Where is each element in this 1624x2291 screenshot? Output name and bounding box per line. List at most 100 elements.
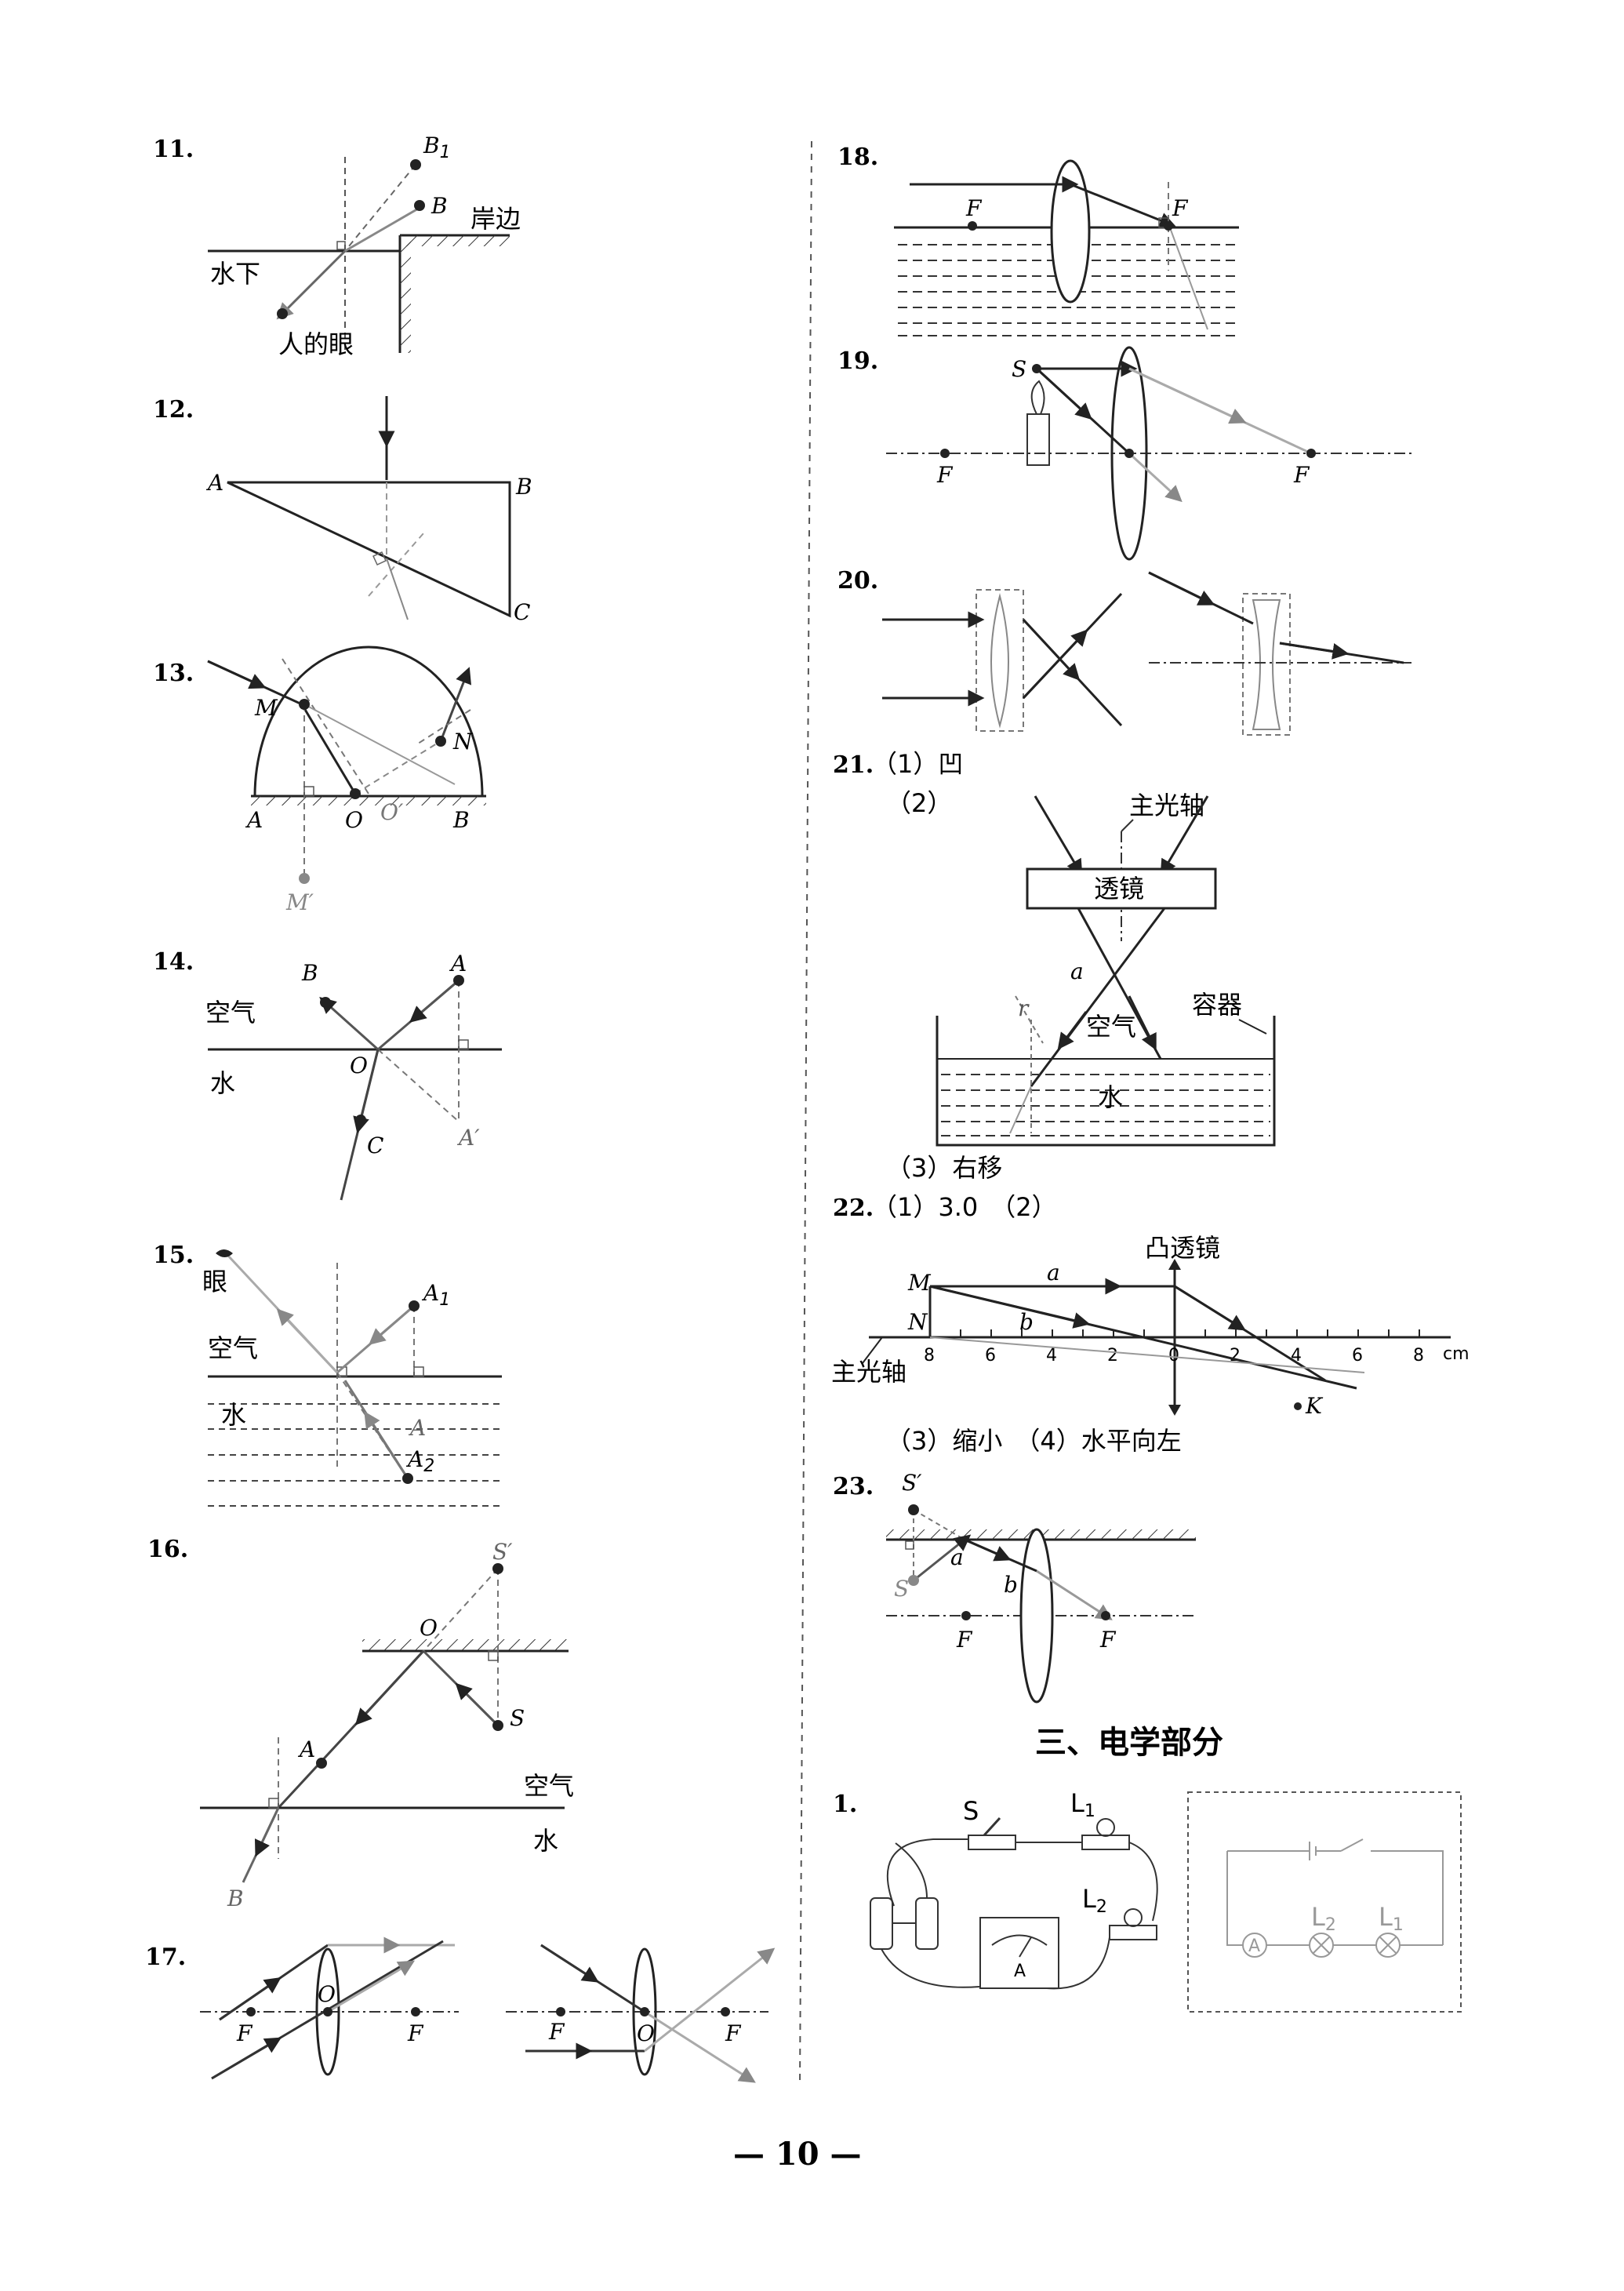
column-divider xyxy=(799,140,812,2087)
problem-17: 17. F O F F O F xyxy=(145,1936,776,2083)
label-o: O xyxy=(350,1053,368,1078)
label-water: 水 xyxy=(210,1068,235,1098)
label-f-right: F xyxy=(407,2020,424,2046)
label-m-prime: M′ xyxy=(285,889,314,915)
label-f-left: F xyxy=(936,462,954,488)
label-convex-lens: 凸透镜 xyxy=(1145,1233,1220,1263)
label-f-right: F xyxy=(725,2020,742,2046)
problem-number: 16. xyxy=(147,1536,188,1563)
section-title: 三、电学部分 xyxy=(1035,1725,1223,1761)
label-l1: L1 xyxy=(1070,1788,1095,1821)
problem-number: 18. xyxy=(837,144,878,171)
label-f-right: F xyxy=(1099,1627,1117,1653)
problem-number: 11. xyxy=(153,136,194,163)
ruler-tick-label: 4 xyxy=(1046,1346,1057,1366)
problem-number: 14. xyxy=(153,948,194,976)
answer-part2: （2） xyxy=(886,788,952,818)
ruler-tick-label: 6 xyxy=(985,1346,996,1366)
ruler-tick-label: 8 xyxy=(924,1346,935,1366)
problem-23: 23. S′ S a b F F xyxy=(833,1470,1196,1704)
label-a2: A2 xyxy=(405,1446,434,1476)
label-air: 空气 xyxy=(524,1771,574,1801)
label-cm: cm xyxy=(1443,1344,1470,1364)
label-f-right: F xyxy=(1293,462,1310,488)
problem-number: 13. xyxy=(153,660,194,687)
label-a-prime: A′ xyxy=(456,1125,480,1151)
label-a: A xyxy=(408,1415,426,1441)
schematic-l2: L2 xyxy=(1311,1902,1336,1935)
label-b: B xyxy=(227,1886,244,1911)
ruler-tick-label: 6 xyxy=(1352,1346,1363,1366)
ruler-tick-label: 2 xyxy=(1107,1346,1118,1366)
label-switch: S xyxy=(963,1796,979,1826)
label-water: 水 xyxy=(221,1400,246,1430)
label-f-left: F xyxy=(548,2019,565,2045)
label-main-axis: 主光轴 xyxy=(831,1357,906,1387)
label-container: 容器 xyxy=(1192,990,1242,1020)
label-m: M xyxy=(254,695,278,721)
label-a: A xyxy=(449,951,467,976)
label-f-left: F xyxy=(965,195,983,221)
label-k: K xyxy=(1305,1393,1324,1419)
label-main-axis: 主光轴 xyxy=(1129,791,1204,820)
label-b1: B1 xyxy=(423,133,451,162)
label-air: 空气 xyxy=(1086,1012,1136,1042)
label-s-prime: S′ xyxy=(492,1539,513,1565)
label-m: M xyxy=(907,1270,932,1296)
problem-20: 20. xyxy=(837,567,1411,736)
label-eye: 人的眼 xyxy=(278,329,354,359)
problem-number: 17. xyxy=(145,1944,186,1971)
label-air: 空气 xyxy=(208,1333,258,1363)
label-b: B xyxy=(301,960,318,986)
problem-16: 16. S′ O S A 空气 水 B xyxy=(147,1536,574,1911)
label-b: B xyxy=(431,193,448,219)
problem-number: 15. xyxy=(153,1242,194,1269)
label-o: O xyxy=(637,2020,655,2046)
label-a1: A1 xyxy=(421,1280,450,1310)
electric-problem-1: 1. A S L1 L2 xyxy=(833,1788,1462,2013)
problem-21: 21. （1）凹 （2） 主光轴 透镜 a r 空气 容器 水 （3）右移 xyxy=(833,749,1276,1183)
problem-19: 19. S F F xyxy=(837,346,1411,561)
problem-12: 12. A B C xyxy=(153,396,532,625)
label-s: S xyxy=(510,1705,525,1731)
label-o: O xyxy=(420,1615,438,1641)
label-b: b xyxy=(1004,1572,1018,1598)
label-a: a xyxy=(950,1544,964,1570)
label-shore: 岸边 xyxy=(470,204,521,234)
label-water: 水 xyxy=(1098,1082,1123,1112)
problem-number: 20. xyxy=(837,567,878,595)
label-o: O xyxy=(318,1981,336,2007)
problem-number: 12. xyxy=(153,396,194,424)
label-s: S xyxy=(894,1576,909,1602)
problem-14: 14. B A 空气 水 O A′ C xyxy=(153,948,502,1201)
ruler-tick-label: 8 xyxy=(1413,1346,1424,1366)
label-b: B xyxy=(515,474,532,500)
label-b: b xyxy=(1019,1309,1034,1335)
label-f-left: F xyxy=(956,1627,973,1653)
ruler-tick-label: 0 xyxy=(1168,1346,1179,1366)
problem-number: 1. xyxy=(833,1791,857,1818)
problem-number: 23. xyxy=(833,1473,874,1500)
page-number: — 10 — xyxy=(733,2136,862,2173)
problem-number: 19. xyxy=(837,347,878,375)
label-c: C xyxy=(514,599,530,625)
schematic-ammeter: A xyxy=(1248,1936,1260,1956)
problem-11: 11. B1 B 岸边 水下 人的眼 xyxy=(153,133,521,359)
label-eye: 眼 xyxy=(202,1267,227,1296)
problem-number: 21. xyxy=(833,751,874,779)
label-f-left: F xyxy=(236,2020,253,2046)
answer-part34: （3）缩小 （4）水平向左 xyxy=(886,1426,1182,1456)
answer-part1: （1）凹 xyxy=(872,749,963,779)
label-l2: L2 xyxy=(1082,1884,1107,1917)
problem-18: 18. F F xyxy=(837,144,1239,336)
label-c: C xyxy=(367,1133,383,1158)
label-r: r xyxy=(1018,995,1030,1021)
label-lens: 透镜 xyxy=(1094,874,1144,904)
label-air: 空气 xyxy=(205,998,256,1027)
label-n: N xyxy=(907,1309,928,1335)
label-o: O xyxy=(345,807,363,833)
problem-number: 22. xyxy=(833,1195,874,1222)
label-s: S xyxy=(1012,356,1026,382)
